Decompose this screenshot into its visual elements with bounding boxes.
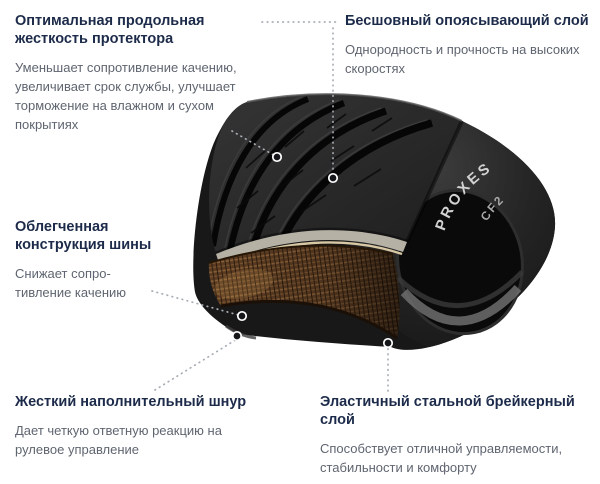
leader-top-left [231,130,278,158]
dot-bead-filler [231,330,243,342]
dot-steel-belt [382,337,394,349]
callout-title: Бесшовный опоясывающий слой [345,13,589,29]
dot-lightweight-construction [236,310,248,322]
tire-inner-opening [396,188,524,336]
callout-body: Уменьшает сопротивление качению, увеличи… [15,60,237,133]
tread-cut-cross-section [216,230,407,263]
callout-title: Жесткий наполнительный шнур [15,394,247,410]
dot-cap-ply [327,172,339,184]
shoulder-shadow [405,120,464,243]
tread-sipes [236,113,393,234]
callout-body: Однородность и прочность на высоких скор… [345,42,580,77]
callout-bottom-left: Жесткий наполнительный шнур Дает четкую … [15,393,265,460]
callout-bottom-right: Эластичный стальной брейкерный слой Спос… [320,393,596,478]
callout-title: Облегченная конструкция шины [15,219,152,254]
leader-bottom-left [154,338,238,391]
dot-tread-stiffness [271,151,283,163]
callout-mid-left: Облегченная конструкция шины Снижает соп… [15,218,167,303]
callout-dots [231,151,394,349]
callout-top-left: Оптимальная продольная жесткость протект… [15,12,267,135]
callout-title: Эластичный стальной брейкерный слой [320,394,575,429]
callout-body: Снижает сопро- тивление качению [15,266,127,301]
leader-mid-left [151,290,243,317]
callout-body: Дает четкую ответную реакцию на рулевое … [15,423,222,458]
tread-top-highlight [246,93,463,122]
steel-belt-mesh-band [208,244,400,340]
inner-liner-highlight [400,284,522,326]
callout-title: Оптимальная продольная жесткость протект… [15,13,205,48]
callout-leaders [151,21,389,392]
callout-top-right: Бесшовный опоясывающий слой Однородность… [345,12,593,79]
callout-body: Способствует отличной управляемости, ста… [320,441,563,476]
